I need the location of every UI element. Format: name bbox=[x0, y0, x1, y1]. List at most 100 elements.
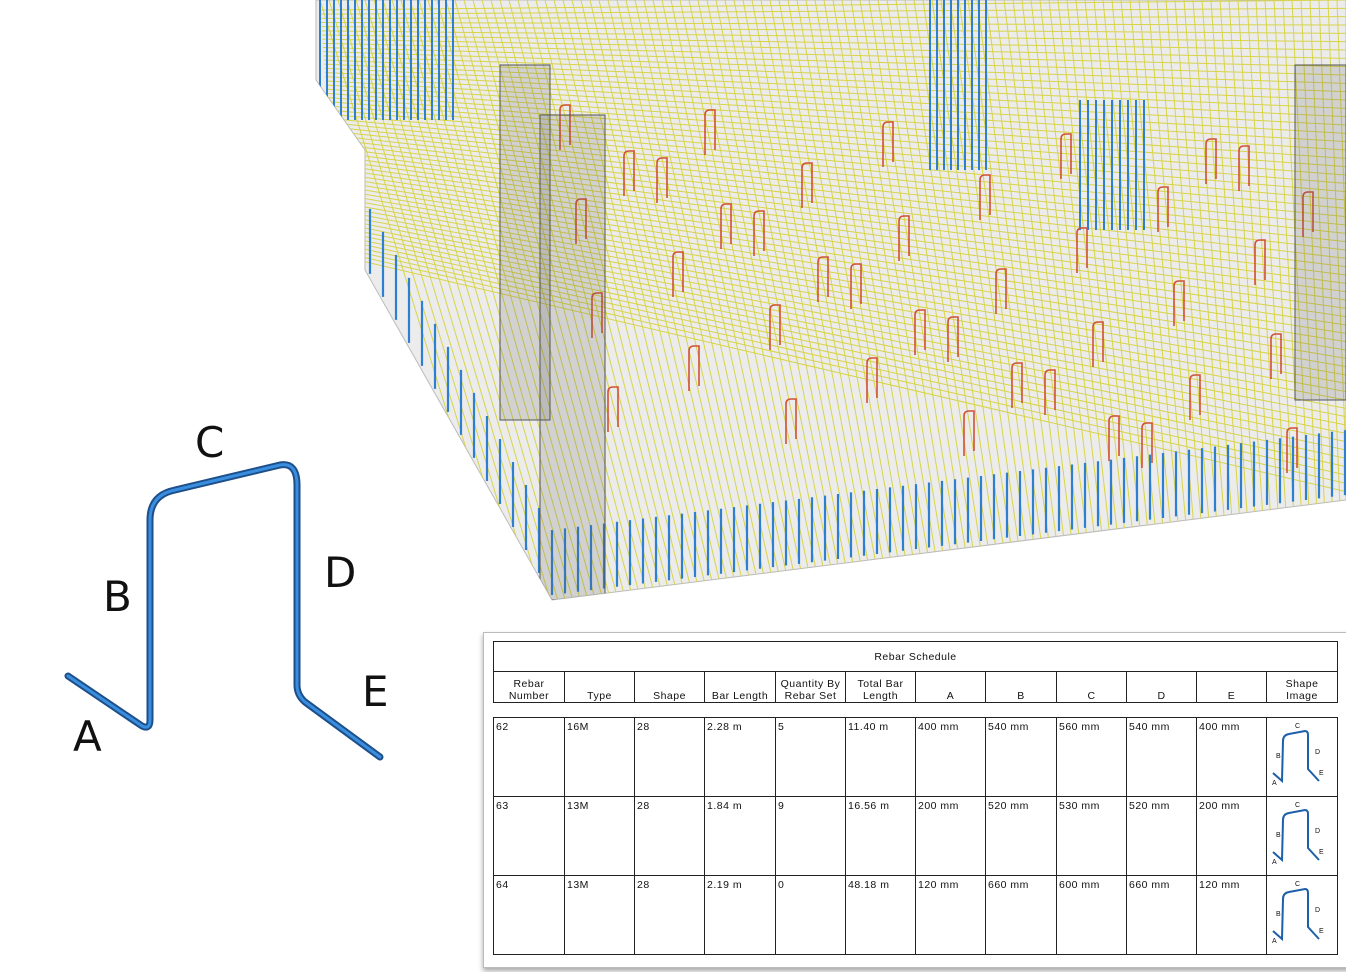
rebar-yellow bbox=[634, 0, 770, 600]
column-header: Total Bar Length bbox=[845, 671, 916, 703]
table-cell: 520 mm bbox=[1126, 796, 1197, 876]
svg-text:A: A bbox=[1272, 938, 1277, 945]
rebar-3d-model-view bbox=[315, 0, 1346, 601]
column-header: Rebar Number bbox=[493, 671, 565, 703]
rebar-yellow bbox=[1156, 0, 1209, 600]
rebar-yellow bbox=[1192, 0, 1239, 600]
rebar-yellow bbox=[1075, 0, 1141, 600]
rebar-red-stirrup bbox=[1286, 427, 1298, 473]
rebar-yellow bbox=[508, 0, 665, 600]
rebar-yellow bbox=[355, 0, 536, 600]
rebar-yellow bbox=[607, 0, 748, 600]
svg-text:C: C bbox=[1295, 802, 1301, 809]
rebar-red-stirrup bbox=[1060, 133, 1072, 179]
rebar-yellow bbox=[1300, 0, 1330, 600]
rebar-yellow bbox=[320, 7, 1346, 15]
rebar-yellow bbox=[850, 0, 952, 600]
rebar-yellow bbox=[382, 0, 559, 600]
svg-text:B: B bbox=[1276, 911, 1281, 918]
table-cell: 540 mm bbox=[1126, 717, 1197, 797]
rebar-yellow bbox=[320, 16, 1346, 19]
rebar-yellow bbox=[1318, 0, 1345, 600]
rebar-yellow bbox=[1057, 0, 1126, 600]
table-cell: 0 bbox=[775, 875, 846, 955]
rebar-red-stirrup bbox=[656, 157, 668, 203]
rebar-yellow bbox=[1183, 0, 1232, 600]
rebar-yellow bbox=[526, 0, 680, 600]
table-cell: 28 bbox=[634, 796, 705, 876]
rebar-yellow bbox=[339, 255, 1346, 493]
rebar-yellow bbox=[652, 0, 785, 600]
rebar-yellow bbox=[1291, 0, 1322, 600]
rebar-yellow bbox=[454, 0, 619, 600]
concrete-column bbox=[499, 64, 551, 421]
table-cell: 2.19 m bbox=[704, 875, 776, 955]
rebar-yellow bbox=[323, 51, 1346, 84]
rebar-red-stirrup bbox=[914, 309, 926, 355]
rebar-yellow bbox=[778, 0, 891, 600]
rebar-yellow bbox=[805, 0, 914, 600]
svg-text:D: D bbox=[1315, 749, 1321, 756]
rebar-red-stirrup bbox=[607, 386, 619, 432]
rebar-yellow bbox=[598, 0, 740, 600]
rebar-yellow bbox=[877, 0, 974, 600]
rebar-yellow bbox=[1066, 0, 1133, 600]
table-cell: 9 bbox=[775, 796, 846, 876]
rebar-shape-diagram bbox=[64, 461, 384, 761]
table-cell: 16.56 m bbox=[845, 796, 916, 876]
table-cell: 200 mm bbox=[1196, 796, 1267, 876]
rebar-yellow bbox=[571, 0, 717, 600]
table-cell: 400 mm bbox=[1196, 717, 1267, 797]
rebar-yellow bbox=[346, 0, 528, 600]
rebar-red-stirrup bbox=[1238, 145, 1250, 191]
rebar-yellow bbox=[841, 0, 944, 600]
rebar-yellow bbox=[625, 0, 763, 600]
rebar-yellow bbox=[733, 0, 854, 600]
rebar-yellow bbox=[322, 42, 1346, 68]
rebar-yellow bbox=[490, 0, 649, 600]
svg-text:B: B bbox=[1276, 832, 1281, 839]
svg-text:D: D bbox=[1315, 828, 1321, 835]
rebar-yellow bbox=[336, 217, 1346, 418]
table-cell: 200 mm bbox=[915, 796, 986, 876]
rebar-yellow bbox=[832, 0, 937, 600]
rebar-red-stirrup bbox=[720, 203, 732, 249]
rebar-yellow bbox=[400, 0, 574, 600]
rebar-yellow bbox=[329, 130, 1346, 243]
table-cell: 2.28 m bbox=[704, 717, 776, 797]
rebar-red-stirrup bbox=[1108, 415, 1120, 461]
rebar-red-stirrup bbox=[1270, 333, 1282, 379]
column-header: A bbox=[915, 671, 986, 703]
rebar-yellow bbox=[1021, 0, 1095, 600]
table-cell: 28 bbox=[634, 875, 705, 955]
rebar-yellow bbox=[336, 222, 1346, 426]
rebar-yellow bbox=[985, 0, 1065, 600]
column-header: B bbox=[985, 671, 1057, 703]
rebar-yellow bbox=[643, 0, 778, 600]
rebar-yellow bbox=[706, 0, 831, 600]
rebar-yellow bbox=[321, 26, 1346, 34]
rebar-yellow bbox=[338, 238, 1346, 459]
rebar-yellow bbox=[427, 0, 596, 600]
column-header: Bar Length bbox=[704, 671, 776, 703]
rebar-yellow bbox=[1255, 0, 1292, 600]
column-header: E bbox=[1196, 671, 1267, 703]
rebar-yellow bbox=[913, 0, 1005, 600]
rebar-yellow bbox=[517, 0, 672, 600]
rebar-yellow bbox=[334, 188, 1346, 359]
rebar-red-stirrup bbox=[623, 150, 635, 196]
rebar-red-stirrup bbox=[947, 316, 959, 362]
rebar-yellow bbox=[562, 0, 710, 600]
rebar-yellow bbox=[1138, 0, 1194, 600]
rebar-yellow bbox=[418, 0, 589, 600]
table-cell: 120 mm bbox=[1196, 875, 1267, 955]
rebar-yellow bbox=[324, 63, 1346, 109]
rebar-yellow bbox=[616, 0, 755, 600]
svg-text:A: A bbox=[1272, 859, 1277, 866]
svg-text:D: D bbox=[1315, 907, 1321, 914]
rebar-yellow bbox=[688, 0, 816, 600]
rebar-yellow bbox=[328, 113, 1346, 209]
